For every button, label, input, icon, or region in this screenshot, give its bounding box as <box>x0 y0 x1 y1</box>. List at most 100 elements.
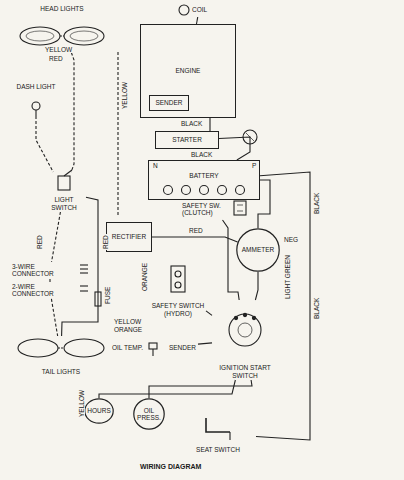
wire <box>196 17 197 24</box>
component: 3-WIRE CONNECTOR <box>10 262 90 279</box>
wire-colour-label: YELLOW <box>113 318 142 325</box>
text-holder: TAIL LIGHTS <box>14 336 108 376</box>
component-label: SENDER <box>155 99 182 106</box>
battery-cell <box>164 186 173 195</box>
light-switch-lever <box>64 170 72 176</box>
wire <box>206 311 212 315</box>
ignition-key <box>238 323 252 337</box>
tail-lamp <box>64 339 104 357</box>
wire-colour-label: P <box>251 162 257 169</box>
text-holder: COIL <box>176 3 222 17</box>
component-label: SENDER <box>169 344 196 351</box>
switch-terminal <box>175 282 181 288</box>
component-box: SENDER <box>149 95 189 111</box>
text-holder: BATTERY <box>149 161 259 199</box>
text-holder: IGNITION START SWITCH <box>212 300 278 380</box>
component-label: LIGHT SWITCH <box>43 196 85 211</box>
component: SAFETY SW. (CLUTCH) <box>180 198 250 220</box>
wire <box>198 343 212 344</box>
component-label: DASH LIGHT <box>16 83 55 90</box>
light-switch-symbol <box>58 176 70 190</box>
head-lamp <box>64 27 104 45</box>
wire-colour-label: YELLOW <box>121 81 128 110</box>
text-holder: AMMETER <box>236 228 280 272</box>
switch-terminal <box>234 316 237 319</box>
wire-colour-label: YELLOW <box>78 389 85 418</box>
wire-colour-label: BLACK <box>313 297 320 320</box>
component-label: STARTER <box>172 136 202 143</box>
wire <box>149 380 252 398</box>
text-holder: OIL PRESS. <box>133 398 165 430</box>
wire-colour-label: RED <box>102 234 109 250</box>
text-holder: HOURS <box>84 398 114 424</box>
gauge-circle: AMMETER <box>236 228 280 272</box>
wire <box>36 116 53 172</box>
component: DASH LIGHT <box>10 82 62 116</box>
component: LIGHT SWITCH <box>42 172 86 212</box>
text-holder: STARTER <box>156 132 218 148</box>
wire-colour-label: FUSE <box>104 286 111 305</box>
text-holder: OIL TEMP. SENDER <box>110 336 198 360</box>
wire-colour-label: NEG <box>283 236 299 243</box>
wire-colour-label: ORANGE <box>141 262 148 292</box>
switch-terminal <box>237 211 243 212</box>
wire-colour-label: LIGHT GREEN <box>284 254 291 300</box>
gauge-ring <box>237 229 279 271</box>
component-label: ENGINE <box>176 67 201 74</box>
dash-bulb <box>32 102 40 110</box>
text-holder: SAFETY SWITCH (HYDRO) <box>150 262 206 318</box>
component-label: TAIL LIGHTS <box>42 368 80 375</box>
text-holder: 3-WIRE CONNECTOR <box>10 262 90 279</box>
connector-pin <box>80 285 88 286</box>
component-label: SAFETY SWITCH (HYDRO) <box>151 302 205 317</box>
dash-bulb-stem <box>35 110 36 116</box>
text-holder: 2-WIRE CONNECTOR <box>10 282 90 299</box>
battery-cell <box>182 186 191 195</box>
battery-cell <box>236 186 245 195</box>
text-holder: SAFETY SW. (CLUTCH) <box>180 198 250 220</box>
connector-pin <box>80 264 88 265</box>
component-label: BATTERY <box>189 172 218 179</box>
component-label: AMMETER <box>242 246 275 253</box>
head-lamp <box>20 27 60 45</box>
gauge-circle: HOURS <box>84 398 114 424</box>
ignition-switch-symbol <box>229 314 261 346</box>
wire <box>219 137 250 160</box>
temp-sender-probe <box>152 349 153 356</box>
component-label: HEAD LIGHTS <box>40 5 83 12</box>
component-label: SAFETY SW. (CLUTCH) <box>182 202 232 217</box>
connector-pin <box>80 268 88 269</box>
switch-terminal <box>175 271 181 277</box>
clutch-switch-symbol <box>234 201 246 215</box>
wire <box>51 299 57 336</box>
gauge-ring <box>134 399 164 429</box>
head-lamp-lens <box>26 31 54 41</box>
wire <box>255 272 258 300</box>
component-label: OIL TEMP. <box>112 344 143 351</box>
component-label: RECTIFIER <box>112 233 146 240</box>
component: IGNITION START SWITCH <box>212 300 278 380</box>
temp-sender-symbol <box>149 343 157 349</box>
text-holder: DASH LIGHT <box>10 82 62 116</box>
text-holder: SENDER <box>150 96 188 110</box>
wire <box>99 380 235 398</box>
lamp-wire <box>58 347 64 348</box>
switch-terminal <box>237 205 243 206</box>
wire <box>52 212 61 262</box>
wire-colour-label: BLACK <box>313 192 320 215</box>
seat-symbol <box>206 418 230 432</box>
wire-colour-label: N <box>152 162 159 169</box>
diagram-title: WIRING DIAGRAM <box>140 463 201 471</box>
wire-colour-label: YELLOW <box>44 46 73 53</box>
text-holder: LIGHT SWITCH <box>42 172 86 212</box>
wire <box>256 172 310 440</box>
component: 2-WIRE CONNECTOR <box>10 282 90 299</box>
hydro-switch-symbol <box>171 266 185 292</box>
wire-colour-label: RED <box>36 234 43 250</box>
head-lamp-lens <box>70 31 98 41</box>
battery-cell <box>200 186 209 195</box>
